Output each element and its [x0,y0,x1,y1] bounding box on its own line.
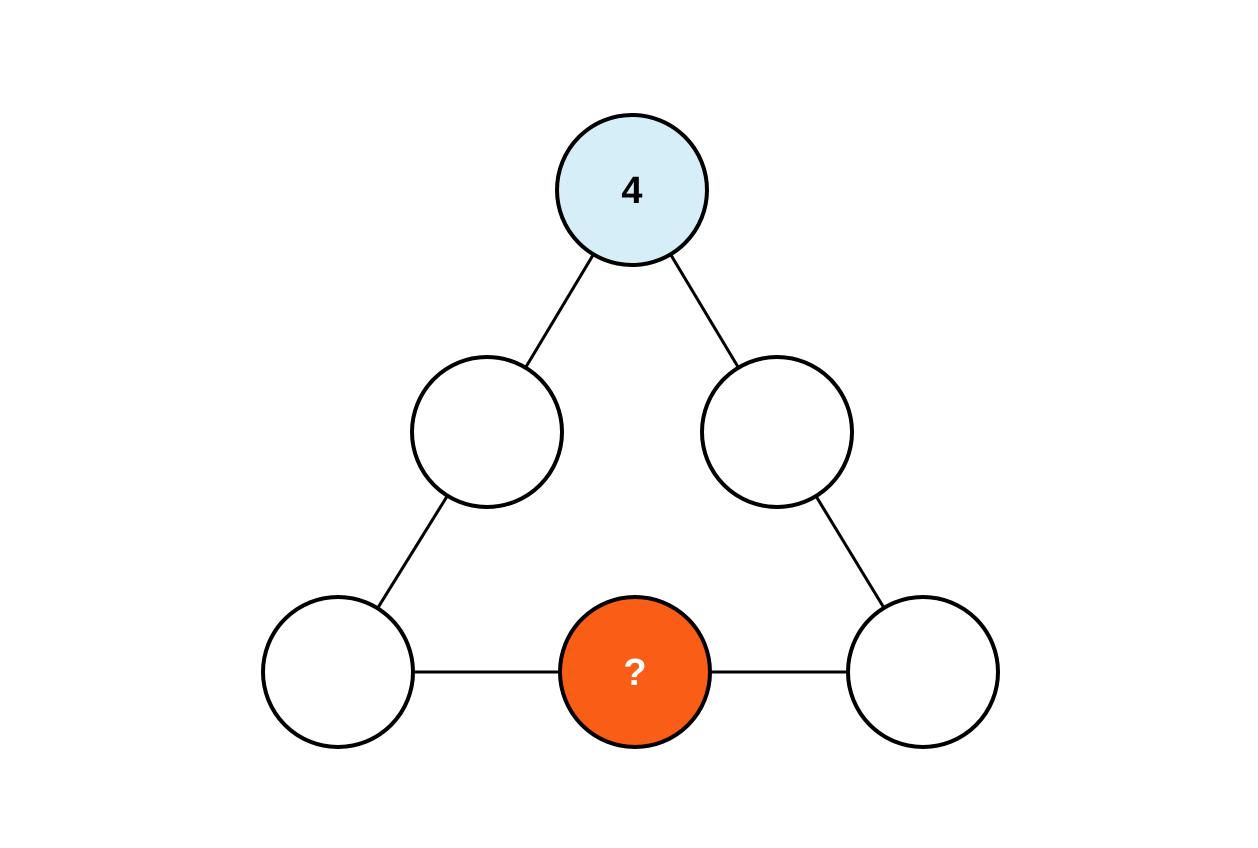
node-circle-bottom-center[interactable] [558,595,712,749]
node-circle-mid-left[interactable] [410,355,564,509]
node-mid-left[interactable] [410,355,564,509]
node-top[interactable]: 4 [555,113,709,267]
node-circle-bottom-right[interactable] [846,595,1000,749]
edge-layer [375,251,887,674]
node-layer: 4? [261,113,1000,749]
node-circle-mid-right[interactable] [700,355,854,509]
node-bottom-right[interactable] [846,595,1000,749]
node-mid-right[interactable] [700,355,854,509]
node-circle-bottom-left[interactable] [261,595,415,749]
edge-top-to-mid-right [668,251,741,371]
edge-mid-left-to-bottom-left [375,493,450,611]
node-bottom-center[interactable]: ? [558,595,712,749]
node-bottom-left[interactable] [261,595,415,749]
edge-mid-right-to-bottom-right [813,493,887,611]
edge-top-to-mid-left [523,251,596,371]
node-circle-top[interactable] [555,113,709,267]
